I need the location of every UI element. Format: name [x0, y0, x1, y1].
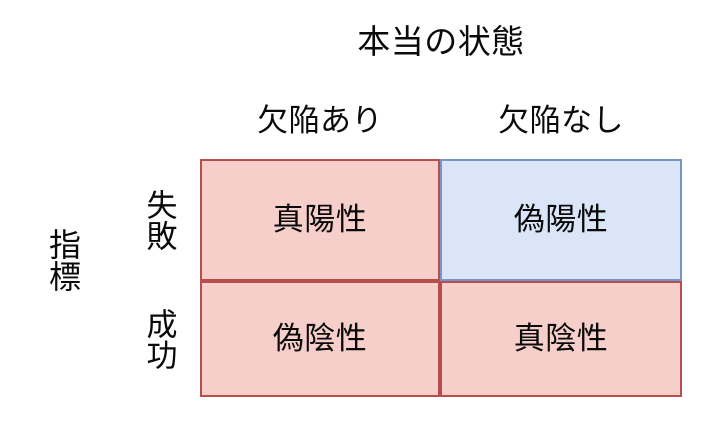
row-group-title: 指標 — [45, 228, 81, 292]
cell-false-negative: 偽陰性 — [200, 281, 440, 397]
cell-true-negative: 真陰性 — [440, 281, 682, 397]
cell-false-positive: 偽陽性 — [440, 159, 682, 281]
column-header-not-defective: 欠陥なし — [498, 103, 624, 138]
row-header-success: 成功 — [141, 308, 177, 370]
cell-true-positive: 真陽性 — [200, 159, 440, 281]
row-header-column: 失敗 成功 — [133, 159, 185, 397]
column-header-defective: 欠陥あり — [257, 103, 383, 138]
column-group-title: 本当の状態 — [357, 23, 525, 60]
matrix-grid: 真陽性 偽陽性 偽陰性 真陰性 — [200, 159, 682, 397]
column-header-row: 欠陥あり 欠陥なし — [200, 101, 682, 141]
row-header-failure: 失敗 — [141, 189, 177, 251]
